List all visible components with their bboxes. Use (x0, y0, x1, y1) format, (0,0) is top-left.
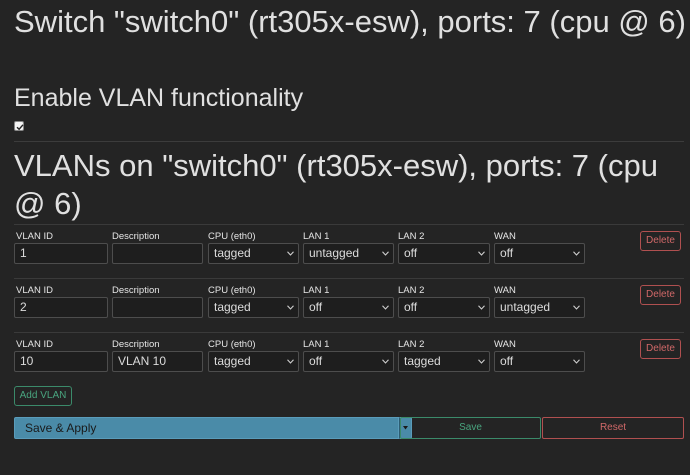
add-vlan-button[interactable]: Add VLAN (14, 386, 72, 406)
lan2-port-select[interactable]: tagged (398, 351, 490, 372)
reset-button[interactable]: Reset (542, 417, 684, 439)
lan2-port-select[interactable]: off (398, 297, 490, 318)
lan2-port-value: off (404, 300, 418, 314)
cpu-port-value: tagged (214, 300, 251, 314)
enable-vlan-checkbox[interactable] (14, 121, 24, 131)
lan1-port-select[interactable]: off (303, 351, 394, 372)
vlan-id-input[interactable]: 1 (14, 243, 108, 264)
chevron-down-icon (478, 251, 485, 256)
chevron-down-icon (573, 251, 580, 256)
row-divider (14, 224, 684, 225)
description-label: Description (112, 339, 160, 350)
section-divider (14, 141, 684, 142)
save-apply-button[interactable]: Save & Apply (14, 417, 399, 439)
vlan-functionality-label: Enable VLAN functionality (14, 84, 304, 112)
chevron-down-icon (573, 305, 580, 310)
lan2-port-value: tagged (404, 354, 441, 368)
description-input[interactable] (112, 297, 203, 318)
wan-port-value: off (500, 246, 514, 260)
row-divider (14, 278, 684, 279)
delete-vlan-button[interactable]: Delete (640, 285, 681, 305)
wan-port-select[interactable]: untagged (494, 297, 585, 318)
checkmark-icon (16, 124, 24, 131)
wan-port-select[interactable]: off (494, 243, 585, 264)
wan-port-select[interactable]: off (494, 351, 585, 372)
vlan-id-input[interactable]: 2 (14, 297, 108, 318)
vlan-id-label: VLAN ID (16, 339, 53, 350)
description-label: Description (112, 285, 160, 296)
row-divider (14, 332, 684, 333)
lan2-port-value: off (404, 246, 418, 260)
vlan-id-label: VLAN ID (16, 231, 53, 242)
lan1-port-label: LAN 1 (303, 231, 330, 242)
cpu-port-label: CPU (eth0) (208, 285, 256, 296)
wan-port-label: WAN (494, 339, 516, 350)
cpu-port-select[interactable]: tagged (208, 243, 299, 264)
chevron-down-icon (382, 305, 389, 310)
description-input[interactable]: VLAN 10 (112, 351, 203, 372)
chevron-down-icon (382, 251, 389, 256)
lan2-port-select[interactable]: off (398, 243, 490, 264)
lan1-port-value: untagged (309, 246, 360, 260)
lan1-port-select[interactable]: untagged (303, 243, 394, 264)
wan-port-value: off (500, 354, 514, 368)
vlans-title: VLANs on "switch0" (rt305x-esw), ports: … (14, 148, 658, 221)
delete-vlan-button[interactable]: Delete (640, 339, 681, 359)
chevron-down-icon (478, 305, 485, 310)
cpu-port-select[interactable]: tagged (208, 351, 299, 372)
wan-port-value: untagged (500, 300, 551, 314)
lan1-port-label: LAN 1 (303, 285, 330, 296)
description-label: Description (112, 231, 160, 242)
chevron-down-icon (287, 305, 294, 310)
lan1-port-select[interactable]: off (303, 297, 394, 318)
cpu-port-select[interactable]: tagged (208, 297, 299, 318)
lan1-port-value: off (309, 354, 323, 368)
cpu-port-label: CPU (eth0) (208, 339, 256, 350)
save-button[interactable]: Save (400, 417, 541, 439)
wan-port-label: WAN (494, 285, 516, 296)
chevron-down-icon (573, 359, 580, 364)
chevron-down-icon (382, 359, 389, 364)
vlan-id-input[interactable]: 10 (14, 351, 108, 372)
wan-port-label: WAN (494, 231, 516, 242)
chevron-down-icon (478, 359, 485, 364)
cpu-port-value: tagged (214, 246, 251, 260)
chevron-down-icon (287, 359, 294, 364)
cpu-port-value: tagged (214, 354, 251, 368)
lan2-port-label: LAN 2 (398, 285, 425, 296)
lan1-port-label: LAN 1 (303, 339, 330, 350)
description-input[interactable] (112, 243, 203, 264)
switch-title: Switch "switch0" (rt305x-esw), ports: 7 … (14, 4, 686, 39)
cpu-port-label: CPU (eth0) (208, 231, 256, 242)
vlan-id-label: VLAN ID (16, 285, 53, 296)
chevron-down-icon (287, 251, 294, 256)
caret-down-icon (403, 426, 408, 430)
lan1-port-value: off (309, 300, 323, 314)
lan2-port-label: LAN 2 (398, 231, 425, 242)
delete-vlan-button[interactable]: Delete (640, 231, 681, 251)
lan2-port-label: LAN 2 (398, 339, 425, 350)
